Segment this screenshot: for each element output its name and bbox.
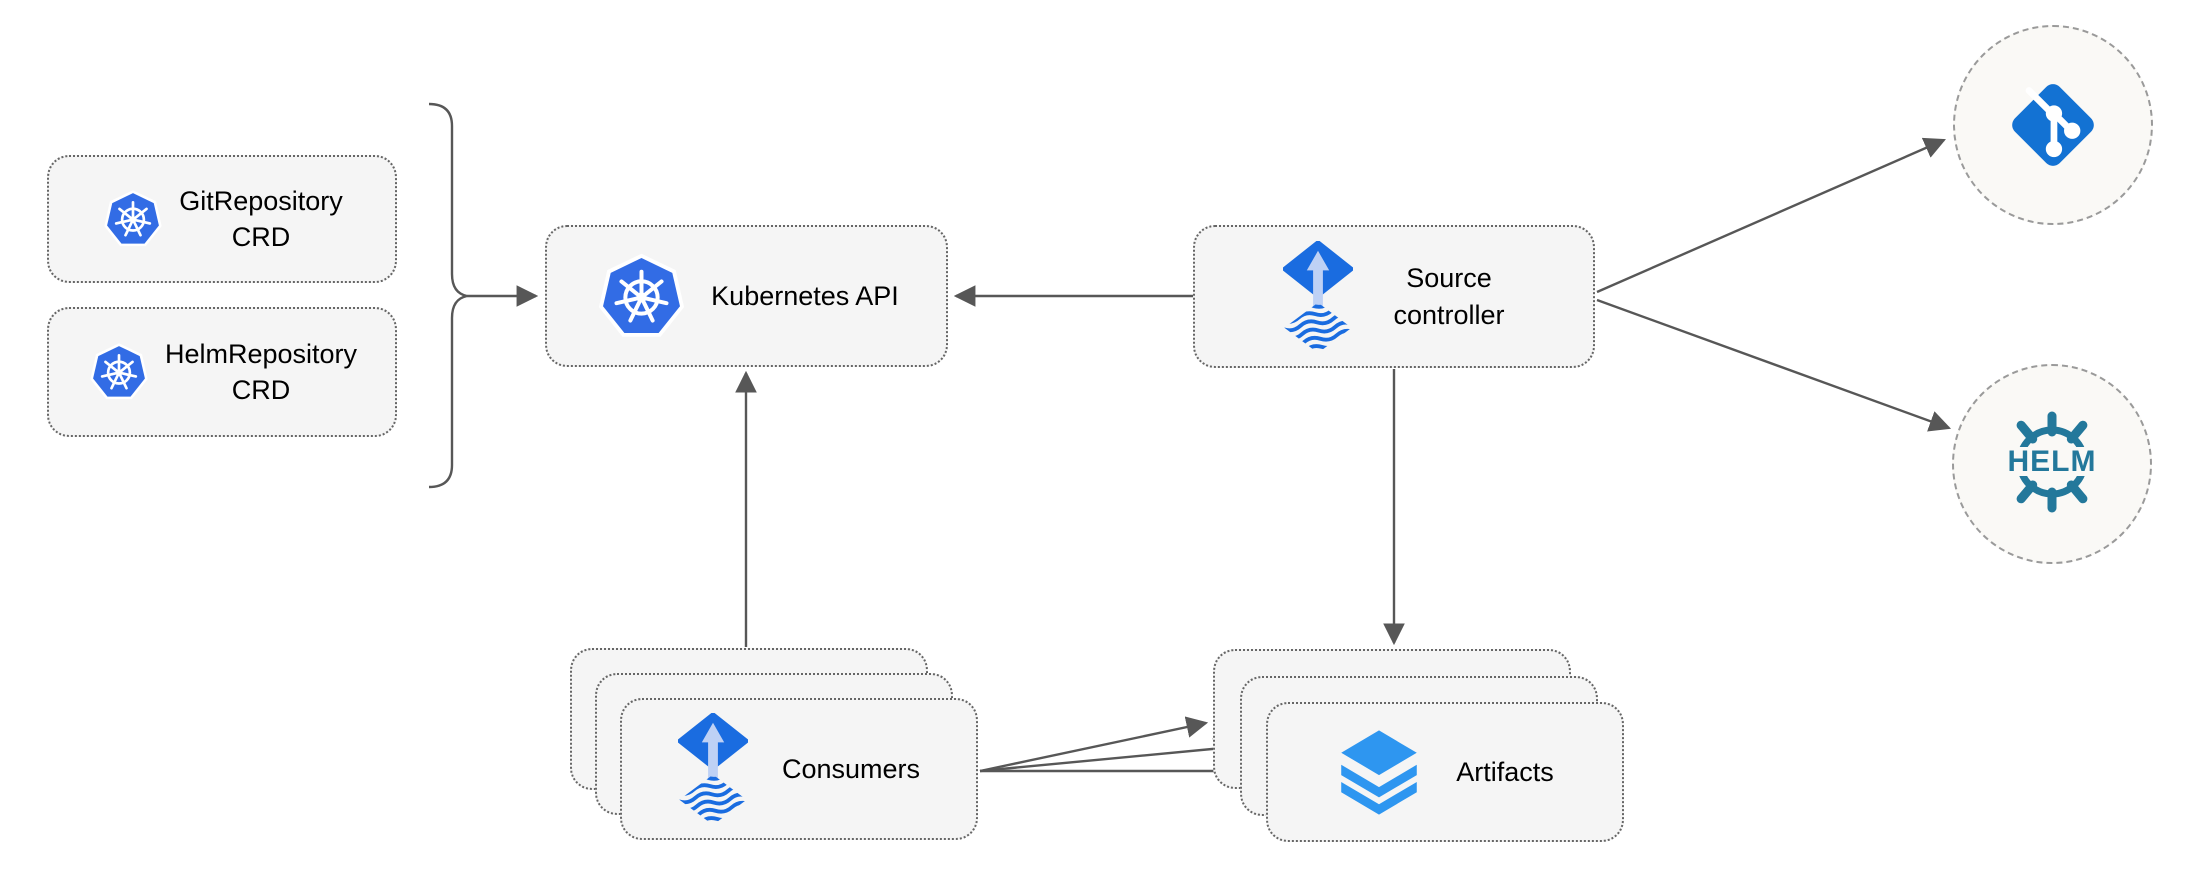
edge-consumers-to-artifacts-1 [979,716,1209,773]
node-artifacts[interactable]: Artifacts [1266,702,1624,842]
git-icon [2005,77,2101,173]
flux-icon [1283,241,1353,353]
node-label: Consumers [781,753,921,784]
edge-source-controller-to-git [1596,137,1946,294]
node-git-remote[interactable] [1953,25,2153,225]
kubernetes-icon [101,187,165,251]
node-label: HelmRepository CRD [164,338,358,405]
node-kubernetes-api[interactable]: Kubernetes API [545,225,948,367]
node-label: Artifacts [1456,756,1554,787]
edge-source-controller-to-helm [1596,298,1952,432]
node-gitrepository-crd[interactable]: GitRepository CRD [47,155,397,283]
edge-consumers-to-artifacts-2 [979,738,1236,773]
kubernetes-icon [87,340,151,404]
node-helmrepository-crd[interactable]: HelmRepository CRD [47,307,397,437]
node-label: GitRepository CRD [179,185,343,252]
node-source-controller[interactable]: Source controller [1193,225,1595,368]
node-helm-remote[interactable]: HELM [1952,364,2152,564]
flux-icon [678,713,748,825]
node-consumers[interactable]: Consumers [620,698,978,840]
node-label: Kubernetes API [711,280,899,311]
node-label: Source controller [1393,263,1505,330]
helm-wordmark: HELM [2008,445,2097,478]
layers-icon [1336,727,1422,818]
helm-icon: HELM [2006,411,2098,513]
crd-group-brace [428,102,468,489]
kubernetes-icon [594,249,689,344]
